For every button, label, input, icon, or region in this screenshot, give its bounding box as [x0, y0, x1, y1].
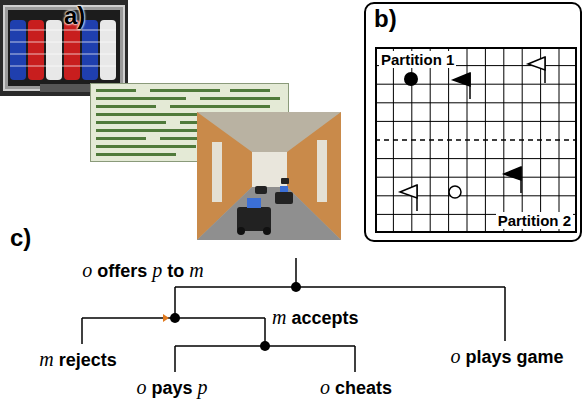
- word-run: game: [517, 347, 564, 367]
- word-run: plays: [465, 347, 511, 367]
- partition-label: Partition 1: [379, 51, 456, 68]
- word-run: rejects: [59, 350, 117, 370]
- tree-leaf-label: m rejects: [39, 347, 117, 372]
- tree-leaf-label: o pays p: [136, 375, 207, 400]
- panel-frame: b) Partition 1 Partition 2: [364, 2, 582, 242]
- word-run: cheats: [335, 378, 392, 398]
- tree-node-label: o offers p to m: [82, 258, 204, 283]
- tree-node-label: m accepts: [272, 305, 359, 330]
- grid-frame: Partition 1 Partition 2: [375, 47, 577, 233]
- variable-run: p: [152, 259, 162, 281]
- grid-map: [375, 47, 577, 233]
- word-run: accepts: [291, 308, 358, 328]
- variable-run: o: [320, 376, 330, 398]
- robot-corridor-photo: [197, 112, 342, 242]
- panel-letter: c): [10, 224, 31, 253]
- variable-run: o: [136, 376, 146, 398]
- panel-letter: a): [64, 2, 85, 31]
- variable-run: o: [82, 259, 92, 281]
- variable-run: p: [198, 376, 208, 398]
- word-run: to: [167, 261, 184, 281]
- partition-label: Partition 2: [496, 212, 573, 229]
- tree-leaf-label: o plays game: [450, 344, 563, 369]
- word-run: pays: [151, 378, 192, 398]
- variable-run: m: [189, 259, 203, 281]
- variable-run: m: [272, 306, 286, 328]
- panel-letter: b): [374, 5, 397, 33]
- tree-leaf-label: o cheats: [320, 375, 392, 400]
- variable-run: m: [39, 348, 53, 370]
- word-run: offers: [97, 261, 147, 281]
- variable-run: o: [450, 345, 460, 367]
